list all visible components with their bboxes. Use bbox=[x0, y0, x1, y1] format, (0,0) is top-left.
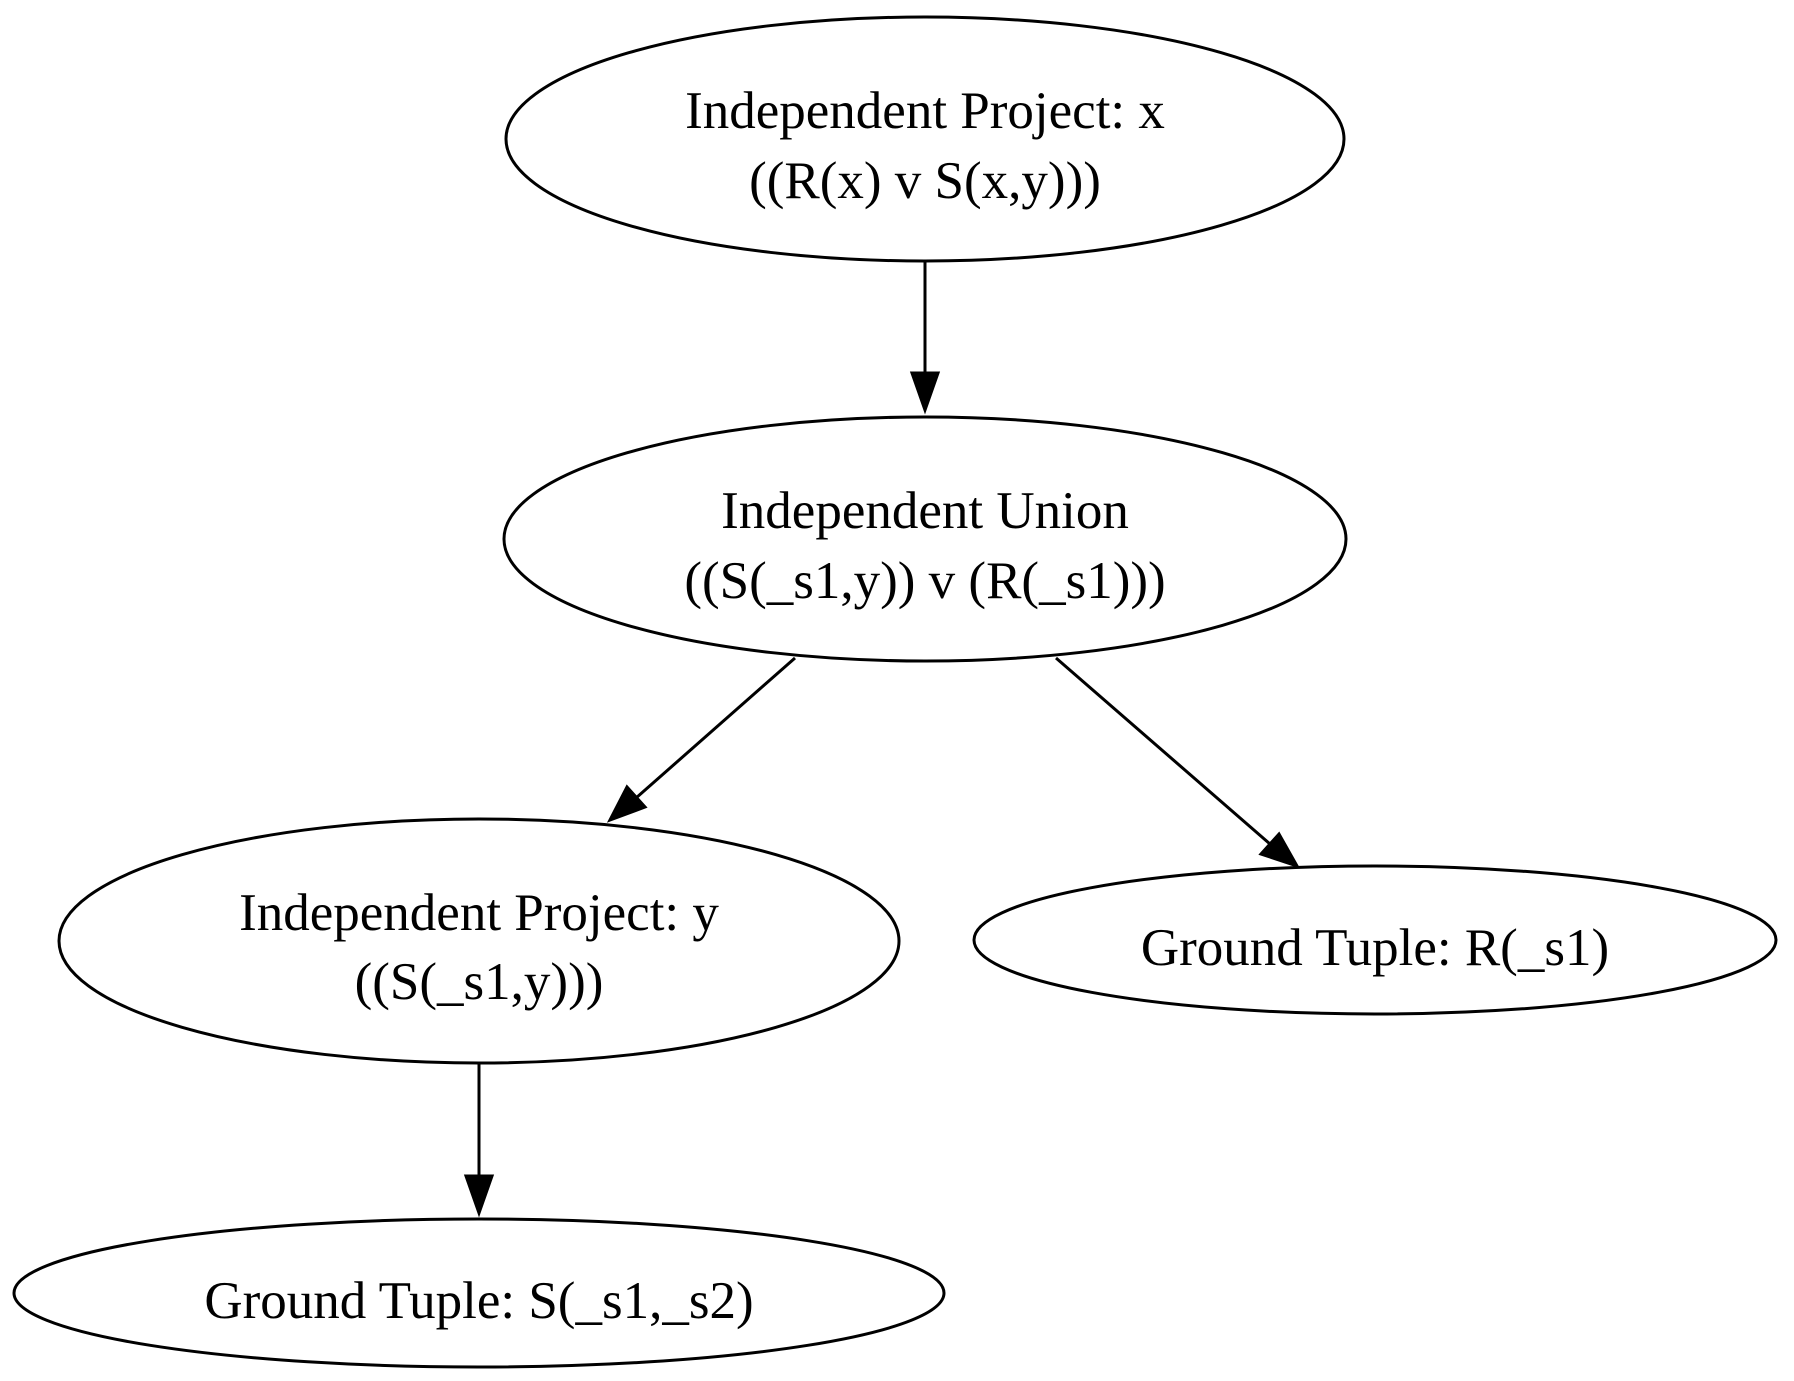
node-title: Ground Tuple: S(_s1,_s2) bbox=[204, 1272, 753, 1330]
node-ground-tuple-r: Ground Tuple: R(_s1) bbox=[972, 864, 1778, 1016]
node-expression: ((S(_s1,y)) v (R(_s1))) bbox=[684, 552, 1165, 610]
node-title: Independent Union bbox=[721, 482, 1129, 540]
node-expression: ((S(_s1,y))) bbox=[355, 953, 604, 1011]
node-expression: ((R(x) v S(x,y))) bbox=[749, 152, 1101, 210]
edge-union-to-project-y bbox=[606, 656, 796, 823]
node-ground-tuple-s: Ground Tuple: S(_s1,_s2) bbox=[12, 1217, 946, 1369]
edge-project-y-to-ground-s bbox=[463, 1064, 495, 1218]
node-independent-project-x: Independent Project: x ((R(x) v S(x,y))) bbox=[504, 15, 1346, 263]
edge-union-to-ground-r bbox=[1055, 656, 1301, 869]
node-title: Independent Project: y bbox=[239, 884, 719, 942]
node-independent-union: Independent Union ((S(_s1,y)) v (R(_s1))… bbox=[502, 415, 1348, 663]
node-title: Ground Tuple: R(_s1) bbox=[1141, 919, 1609, 977]
node-title: Independent Project: x bbox=[685, 82, 1165, 140]
node-independent-project-y: Independent Project: y ((S(_s1,y))) bbox=[57, 817, 901, 1065]
edge-project-x-to-union bbox=[909, 262, 941, 415]
